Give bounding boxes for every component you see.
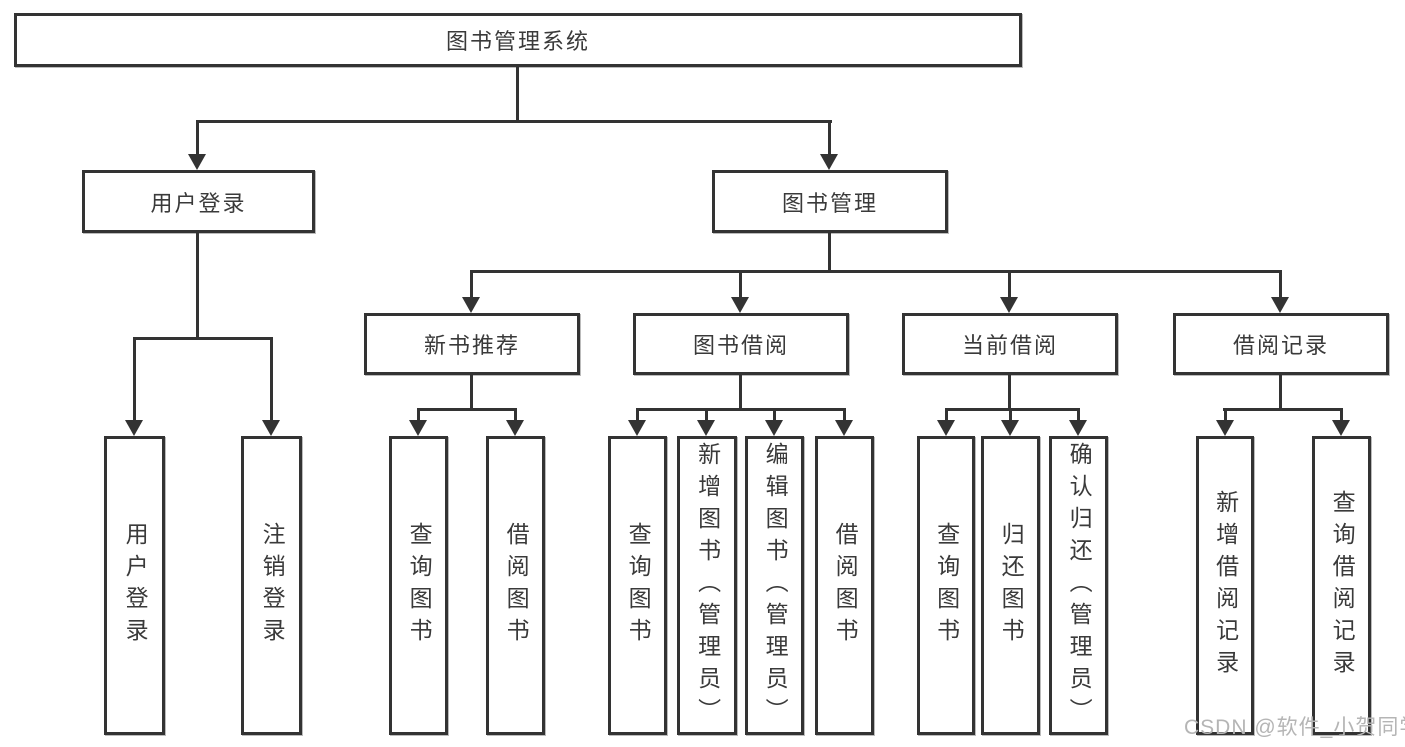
arrow-down-icon	[188, 154, 206, 170]
leaf-logout: 注销登录	[241, 436, 302, 735]
connector-leaf-stem	[1340, 408, 1343, 420]
arrow-down-icon	[937, 420, 955, 436]
connector-user-children-bar	[133, 337, 273, 340]
leaf-borrow-edit-books-admin-label: 编辑图书（管理员）	[762, 441, 789, 730]
node-user-login: 用户登录	[82, 170, 315, 233]
leaf-current-query-books: 查询图书	[917, 436, 975, 735]
connector-leaf-stem	[705, 408, 708, 420]
leaf-newbook-query-books-label: 查询图书	[406, 521, 433, 650]
leaf-borrow-add-books-admin: 新增图书（管理员）	[677, 436, 737, 735]
connector-leaf-stem	[417, 408, 420, 420]
leaf-current-return-books-label: 归还图书	[998, 521, 1025, 650]
node-book-borrow: 图书借阅	[633, 313, 849, 375]
arrow-down-icon	[731, 297, 749, 313]
leaf-newbook-borrow-books: 借阅图书	[486, 436, 545, 735]
connector-leaf-stem	[1009, 408, 1012, 420]
connector-newbook-down	[470, 375, 473, 408]
node-borrow-record: 借阅记录	[1173, 313, 1389, 375]
leaf-record-add-record: 新增借阅记录	[1196, 436, 1254, 735]
arrow-down-icon	[628, 420, 646, 436]
node-new-book-recommend: 新书推荐	[364, 313, 580, 375]
connector-leaf-stem	[843, 408, 846, 420]
arrow-down-icon	[1069, 420, 1087, 436]
connector-leaf-stem	[945, 408, 948, 420]
node-book-borrow-label: 图书借阅	[692, 333, 789, 358]
connector-borrowrecord-stem	[1279, 270, 1282, 297]
arrow-down-icon	[409, 420, 427, 436]
connector-leaf-stem	[1224, 408, 1227, 420]
connector-level2-bar	[470, 270, 1282, 273]
leaf-borrow-edit-books-admin: 编辑图书（管理员）	[745, 436, 804, 735]
arrow-down-icon	[1271, 297, 1289, 313]
connector-book-mgmt-stem	[828, 120, 831, 154]
connector-leaf-stem	[1077, 408, 1080, 420]
leaf-current-confirm-return-admin-label: 确认归还（管理员）	[1066, 441, 1093, 730]
leaf-newbook-query-books: 查询图书	[389, 436, 448, 735]
connector-level1-bar	[196, 120, 832, 123]
arrow-down-icon	[506, 420, 524, 436]
connector-currentborrow-bar	[945, 408, 1080, 411]
leaf-newbook-borrow-books-label: 借阅图书	[503, 521, 530, 650]
leaf-record-query-record-label: 查询借阅记录	[1329, 489, 1356, 682]
arrow-down-icon	[835, 420, 853, 436]
node-root-label: 图书管理系统	[445, 29, 590, 54]
connector-mgmt-down-stem	[828, 232, 831, 270]
connector-user-down-stem	[196, 232, 199, 337]
connector-user-leaf2-stem	[270, 337, 273, 420]
leaf-current-query-books-label: 查询图书	[933, 521, 960, 650]
arrow-down-icon	[262, 420, 280, 436]
leaf-current-confirm-return-admin: 确认归还（管理员）	[1049, 436, 1108, 735]
watermark: CSDN @软件_小贺同学	[1184, 716, 1405, 739]
connector-borrowrecord-down	[1279, 375, 1282, 408]
leaf-user-login: 用户登录	[104, 436, 165, 735]
connector-leaf-stem	[514, 408, 517, 420]
node-borrow-record-label: 借阅记录	[1232, 333, 1329, 358]
arrow-down-icon	[125, 420, 143, 436]
arrow-down-icon	[765, 420, 783, 436]
connector-user-leaf1-stem	[133, 337, 136, 420]
node-book-management-label: 图书管理	[781, 190, 878, 216]
leaf-borrow-query-books: 查询图书	[608, 436, 667, 735]
connector-leaf-stem	[773, 408, 776, 420]
arrow-down-icon	[820, 154, 838, 170]
arrow-down-icon	[1000, 297, 1018, 313]
leaf-logout-label: 注销登录	[259, 521, 286, 650]
leaf-record-query-record: 查询借阅记录	[1312, 436, 1371, 735]
leaf-borrow-borrow-books: 借阅图书	[815, 436, 874, 735]
connector-root-stem	[516, 67, 519, 120]
leaf-borrow-query-books-label: 查询图书	[625, 521, 652, 650]
leaf-record-add-record-label: 新增借阅记录	[1212, 489, 1239, 682]
arrow-down-icon	[697, 420, 715, 436]
connector-currentborrow-down	[1008, 375, 1011, 408]
arrow-down-icon	[462, 297, 480, 313]
arrow-down-icon	[1001, 420, 1019, 436]
node-current-borrow: 当前借阅	[902, 313, 1118, 375]
arrow-down-icon	[1216, 420, 1234, 436]
leaf-current-return-books: 归还图书	[981, 436, 1040, 735]
node-book-management: 图书管理	[712, 170, 948, 233]
connector-leaf-stem	[636, 408, 639, 420]
connector-borrowrecord-bar	[1223, 408, 1343, 411]
leaf-user-login-label: 用户登录	[122, 521, 149, 650]
node-new-book-recommend-label: 新书推荐	[423, 333, 520, 358]
node-current-borrow-label: 当前借阅	[961, 333, 1058, 358]
leaf-borrow-add-books-admin-label: 新增图书（管理员）	[694, 441, 721, 730]
connector-bookborrow-bar	[636, 408, 846, 411]
node-root-system: 图书管理系统	[14, 13, 1022, 67]
connector-newbook-bar	[417, 408, 517, 411]
connector-user-login-stem	[196, 120, 199, 154]
connector-bookborrow-stem	[739, 270, 742, 297]
connector-bookborrow-down	[739, 375, 742, 408]
connector-currentborrow-stem	[1008, 270, 1011, 297]
node-user-login-label: 用户登录	[150, 190, 247, 216]
connector-newbook-stem	[470, 270, 473, 297]
leaf-borrow-borrow-books-label: 借阅图书	[832, 521, 859, 650]
arrow-down-icon	[1332, 420, 1350, 436]
